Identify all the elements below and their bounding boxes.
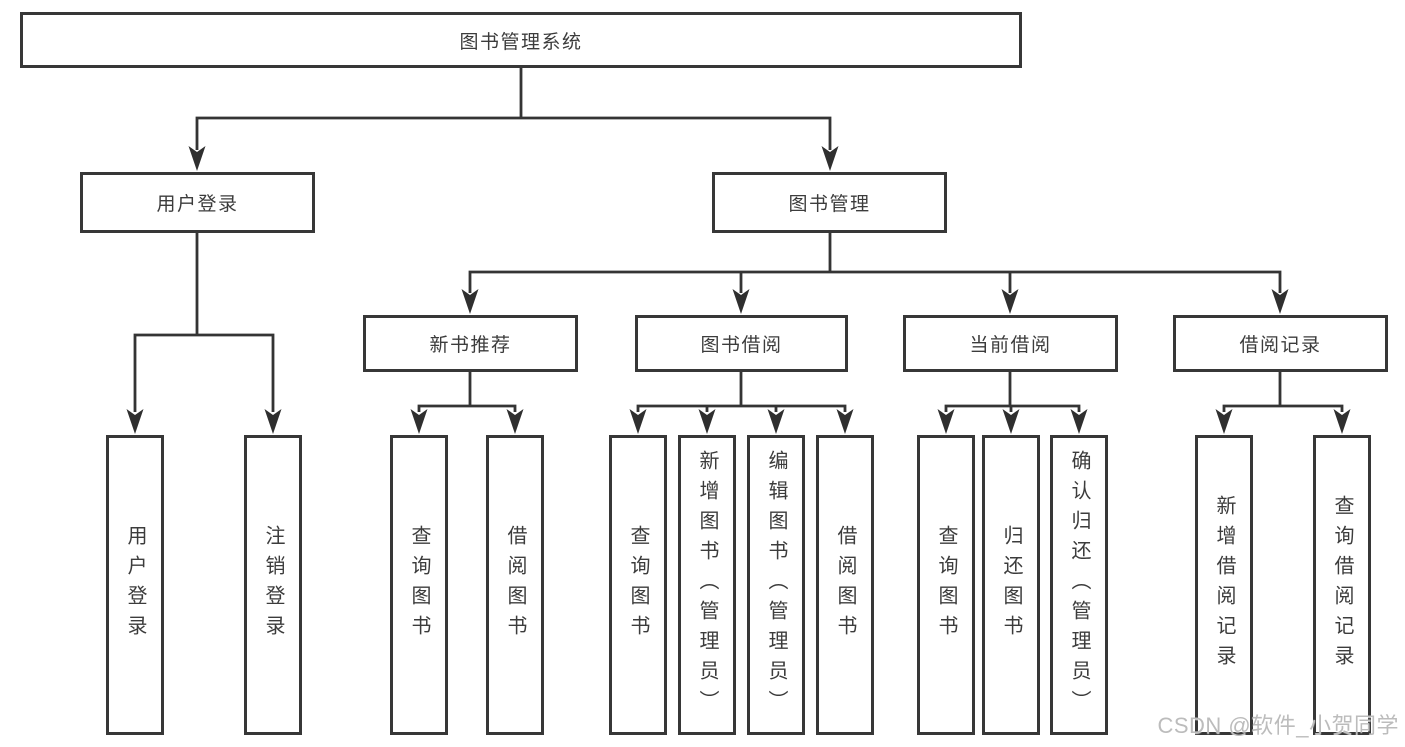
- node-label: 当前借阅: [969, 335, 1052, 356]
- leaf-records-add-record: 新增借阅记录: [1195, 435, 1253, 735]
- node-label: 用户登录: [156, 194, 239, 215]
- node-label: 新增借阅记录: [1213, 495, 1235, 675]
- leaf-borrow-query-books: 查询图书: [609, 435, 667, 735]
- node-new-book-recommend: 新书推荐: [363, 315, 578, 372]
- node-borrow-records: 借阅记录: [1173, 315, 1388, 372]
- node-label: 借阅图书: [504, 525, 526, 645]
- arrowheads: [126, 146, 1351, 434]
- node-label: 查询图书: [935, 525, 957, 645]
- node-label: 新增图书（管理员）: [696, 450, 718, 720]
- leaf-logout: 注销登录: [244, 435, 302, 735]
- node-book-borrowing: 图书借阅: [635, 315, 848, 372]
- leaf-borrow-add-books-admin: 新增图书（管理员）: [678, 435, 736, 735]
- node-label: 注销登录: [262, 525, 284, 645]
- node-label: 借阅图书: [834, 525, 856, 645]
- node-label: 图书管理: [788, 194, 871, 215]
- node-label: 查询图书: [627, 525, 649, 645]
- leaf-current-confirm-return-admin: 确认归还（管理员）: [1050, 435, 1108, 735]
- node-current-borrowing: 当前借阅: [903, 315, 1118, 372]
- node-label: 图书借阅: [700, 335, 783, 356]
- node-library-management-system: 图书管理系统: [20, 12, 1022, 68]
- node-label: 用户登录: [124, 525, 146, 645]
- csdn-watermark: CSDN @软件_小贺同学: [1157, 713, 1399, 738]
- leaf-newbook-query-books: 查询图书: [390, 435, 448, 735]
- leaf-borrow-edit-books-admin: 编辑图书（管理员）: [747, 435, 805, 735]
- node-label: 查询图书: [408, 525, 430, 645]
- node-label: 新书推荐: [429, 335, 512, 356]
- leaf-current-query-books: 查询图书: [917, 435, 975, 735]
- node-book-management: 图书管理: [712, 172, 947, 233]
- node-label: 借阅记录: [1239, 335, 1322, 356]
- node-label: 归还图书: [1000, 525, 1022, 645]
- leaf-user-login: 用户登录: [106, 435, 164, 735]
- node-label: 图书管理系统: [459, 31, 583, 53]
- node-user-login: 用户登录: [80, 172, 315, 233]
- node-label: 编辑图书（管理员）: [765, 450, 787, 720]
- leaf-borrow-borrow-books: 借阅图书: [816, 435, 874, 735]
- node-label: 确认归还（管理员）: [1068, 450, 1090, 720]
- node-label: 查询借阅记录: [1331, 495, 1353, 675]
- leaf-newbook-borrow-books: 借阅图书: [486, 435, 544, 735]
- leaf-current-return-books: 归还图书: [982, 435, 1040, 735]
- leaf-records-query-record: 查询借阅记录: [1313, 435, 1371, 735]
